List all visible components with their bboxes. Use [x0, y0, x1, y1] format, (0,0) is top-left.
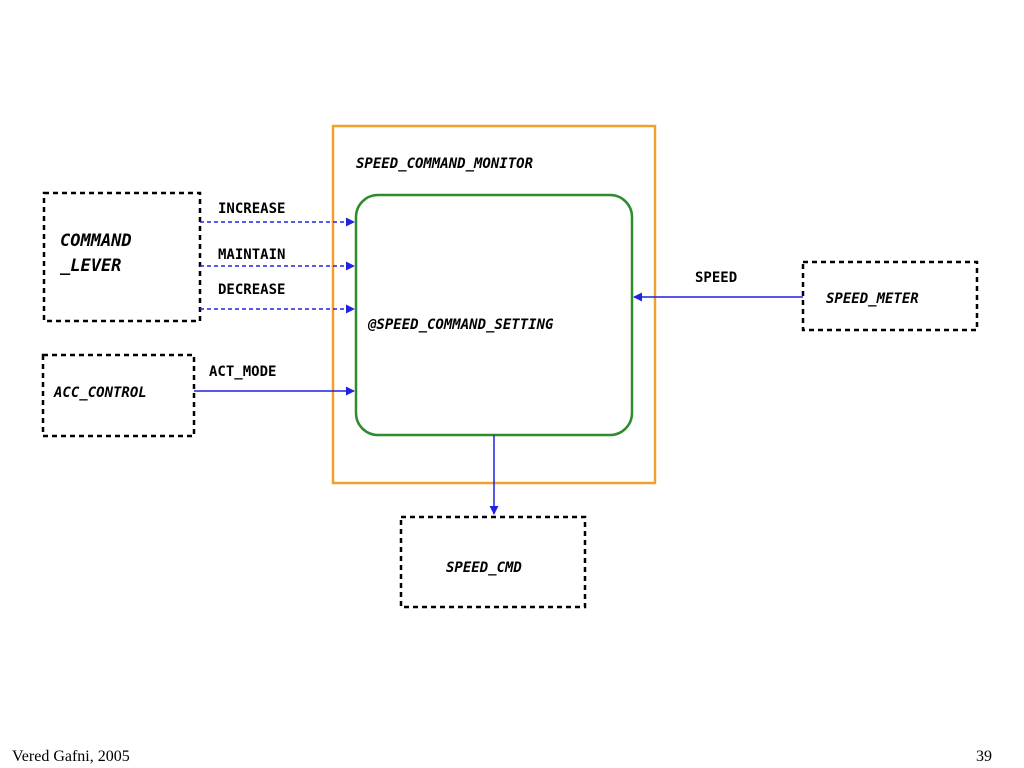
flow-increase-label: INCREASE [218, 201, 285, 217]
flow-decrease-label: DECREASE [218, 282, 285, 298]
diagram-canvas: SPEED_COMMAND_MONITOR @SPEED_COMMAND_SET… [41, 124, 979, 609]
flow-act-mode-label: ACT_MODE [209, 364, 276, 380]
speed-meter-label: SPEED_METER [826, 291, 919, 307]
process-label: @SPEED_COMMAND_SETTING [367, 317, 554, 333]
page-number: 39 [976, 748, 992, 765]
acc-control-box [41, 353, 196, 438]
speed-cmd-box [399, 515, 587, 609]
monitor-frame [331, 124, 657, 485]
command-lever-label-line1: COMMAND [60, 231, 132, 251]
speed-meter-box [801, 260, 979, 332]
acc-control-label: ACC_CONTROL [53, 385, 147, 401]
command-lever-label-line2: _LEVER [60, 256, 121, 276]
monitor-title: SPEED_COMMAND_MONITOR [356, 156, 533, 172]
flow-speed-label: SPEED [695, 270, 737, 286]
flow-maintain-label: MAINTAIN [218, 247, 285, 263]
footer-author: Vered Gafni, 2005 [12, 748, 130, 765]
speed-cmd-label: SPEED_CMD [446, 560, 522, 576]
process-box [354, 193, 634, 437]
command-lever-box [42, 191, 202, 323]
